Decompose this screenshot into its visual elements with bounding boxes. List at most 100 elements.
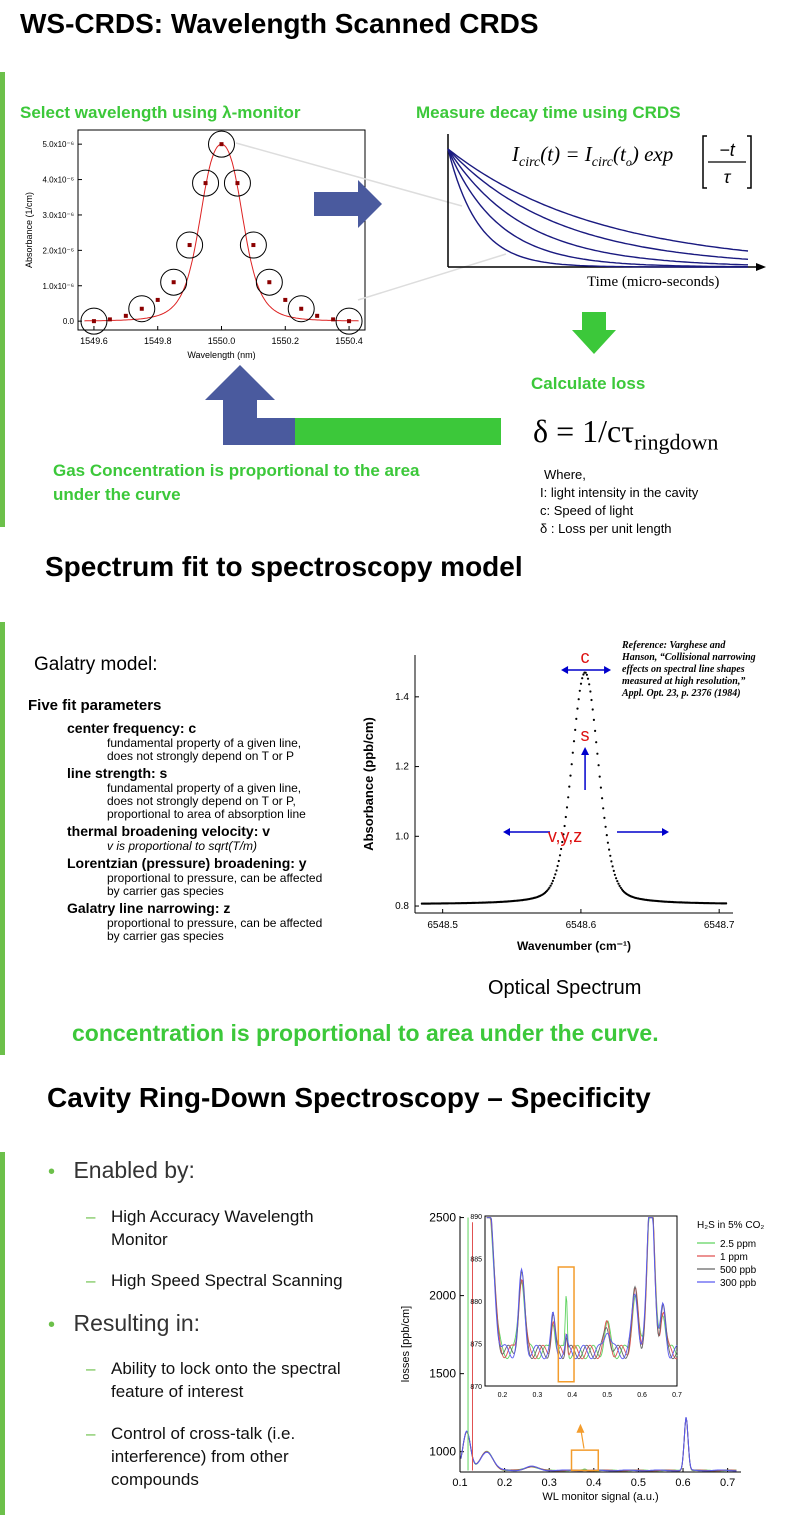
selection-circle (128, 295, 156, 323)
spectrum-point (589, 690, 592, 693)
connector-lines (235, 142, 507, 301)
spectrum-point (560, 847, 563, 851)
five-fit-parameters-label: Five fit parameters (28, 697, 162, 714)
spectrum-point (562, 833, 565, 836)
spectrum-point (551, 879, 554, 882)
data-point (267, 280, 272, 285)
spectrum-point (585, 673, 588, 676)
param-lorentzian-broadening: Lorentzian (pressure) broadening: y prop… (67, 855, 323, 898)
spectrum-point (586, 677, 590, 680)
spectrum-point (576, 707, 579, 710)
spectrum-point (555, 869, 558, 872)
section2-title: Spectrum fit to spectroscopy model (45, 551, 523, 582)
feedback-arrow-icon (205, 365, 501, 445)
intensity-formula: Icirc(t) = Icirc(to) exp (512, 142, 674, 171)
vyz-arrow-right-head (662, 828, 669, 836)
enabled-item-2: – High Speed Spectral Scanning (86, 1271, 343, 1290)
spectrum-point (604, 825, 607, 828)
time-axis-arrow (756, 263, 766, 271)
exponent-fraction: −t τ (702, 135, 752, 189)
data-point (171, 280, 176, 285)
spectrum-point (550, 882, 553, 885)
spectrum-point (564, 815, 567, 819)
x-tick-label: 1549.8 (144, 336, 172, 346)
spectrum-point (558, 854, 562, 857)
data-point (91, 319, 96, 324)
decay-curve (447, 148, 748, 268)
legend-title: H₂S in 5% CO₂ (697, 1220, 764, 1231)
legend-entry: 500 ppb (720, 1265, 757, 1276)
spectrum-point (563, 824, 566, 828)
inset-highlight-box (557, 1266, 575, 1383)
loss-formula: δ = 1/cτringdown (533, 413, 719, 455)
spectrum-point (596, 752, 599, 755)
enabled-item-1: – High Accuracy Wavelength Monitor (86, 1207, 314, 1249)
y-tick-label: 0.0 (63, 317, 75, 326)
spectrum-point (602, 807, 605, 810)
x-tick-label: 0.4 (586, 1477, 601, 1489)
selection-circle (192, 169, 220, 197)
y-tick-label: 1.2 (395, 762, 409, 773)
gas-concentration-note: Gas Concentration is proportional to the… (53, 461, 420, 504)
y-tick-label: 2500 (429, 1211, 456, 1225)
param-thermal-broadening: thermal broadening velocity: v v is prop… (67, 823, 271, 853)
x-tick-label: 0.6 (675, 1477, 690, 1489)
y-tick-label: 1500 (429, 1367, 456, 1381)
spectrum-point (572, 740, 576, 743)
selection-circle (223, 169, 251, 197)
svg-text:−t: −t (719, 140, 736, 160)
right-arrow-icon (314, 180, 382, 228)
spectrum-point (597, 764, 600, 767)
spectrum-point (570, 763, 573, 766)
resulting-item-1: – Ability to lock onto the spectral feat… (86, 1359, 341, 1401)
x-tick-label: 6548.7 (704, 920, 735, 931)
reference-citation: Reference: Varghese and Hanson, “Collisi… (622, 640, 756, 699)
data-point (331, 317, 336, 322)
data-point (299, 306, 304, 311)
data-point (187, 243, 192, 248)
spectrum-point (577, 698, 580, 701)
x-tick-label: 0.5 (631, 1477, 646, 1489)
x-tick-label: 6548.6 (566, 920, 597, 931)
s-arrow-head (581, 747, 590, 755)
s-label: s (581, 725, 590, 745)
decay-curve (447, 148, 748, 266)
data-point (235, 181, 240, 186)
inset-y-tick-label: 890 (470, 1214, 482, 1221)
x-tick-label: 0.1 (452, 1477, 467, 1489)
down-arrow-icon (572, 312, 616, 354)
section1-accent-bar (0, 72, 5, 527)
spectrum-point (590, 698, 593, 702)
selection-circle (287, 295, 315, 323)
legend-entry: 300 ppb (720, 1278, 757, 1289)
y-axis-label: Absorbance (ppb/cm) (361, 717, 376, 851)
section3-title: Cavity Ring-Down Spectroscopy – Specific… (47, 1082, 651, 1113)
spectrum-point (725, 902, 728, 905)
decay-curve (447, 148, 749, 252)
y-tick-label: 3.0x10⁻⁶ (42, 211, 74, 220)
spectrum-point (553, 876, 556, 879)
y-axis-label: losses [ppb/cm] (400, 1306, 412, 1382)
resulting-item-2: – Control of cross-talk (i.e. interferen… (86, 1424, 296, 1489)
param-galatry-narrowing: Galatry line narrowing: z proportional t… (67, 900, 323, 943)
spectrum-point (554, 873, 557, 876)
spectrum-point (582, 673, 585, 676)
spectrum-point (608, 848, 611, 851)
spectrum-point (591, 708, 594, 711)
x-axis-label: Wavenumber (cm⁻¹) (517, 939, 631, 953)
highlight-box (570, 1449, 600, 1472)
inset-y-tick-label: 885 (470, 1257, 482, 1264)
spectrum-point (579, 682, 583, 685)
inset-x-tick-label: 0.3 (532, 1392, 542, 1399)
selection-circle (335, 307, 363, 335)
x-axis-label: Wavelength (nm) (187, 350, 255, 360)
inset-x-tick-label: 0.7 (672, 1392, 682, 1399)
c-arrow-head-left (561, 666, 569, 674)
inset-x-tick-label: 0.4 (567, 1392, 577, 1399)
calculate-loss-label: Calculate loss (531, 374, 646, 393)
spectrum-point (548, 886, 551, 889)
vyz-label: v,y,z (548, 826, 582, 846)
galatry-model-label: Galatry model: (34, 654, 158, 675)
param-center-frequency: center frequency: c fundamental property… (67, 720, 302, 763)
